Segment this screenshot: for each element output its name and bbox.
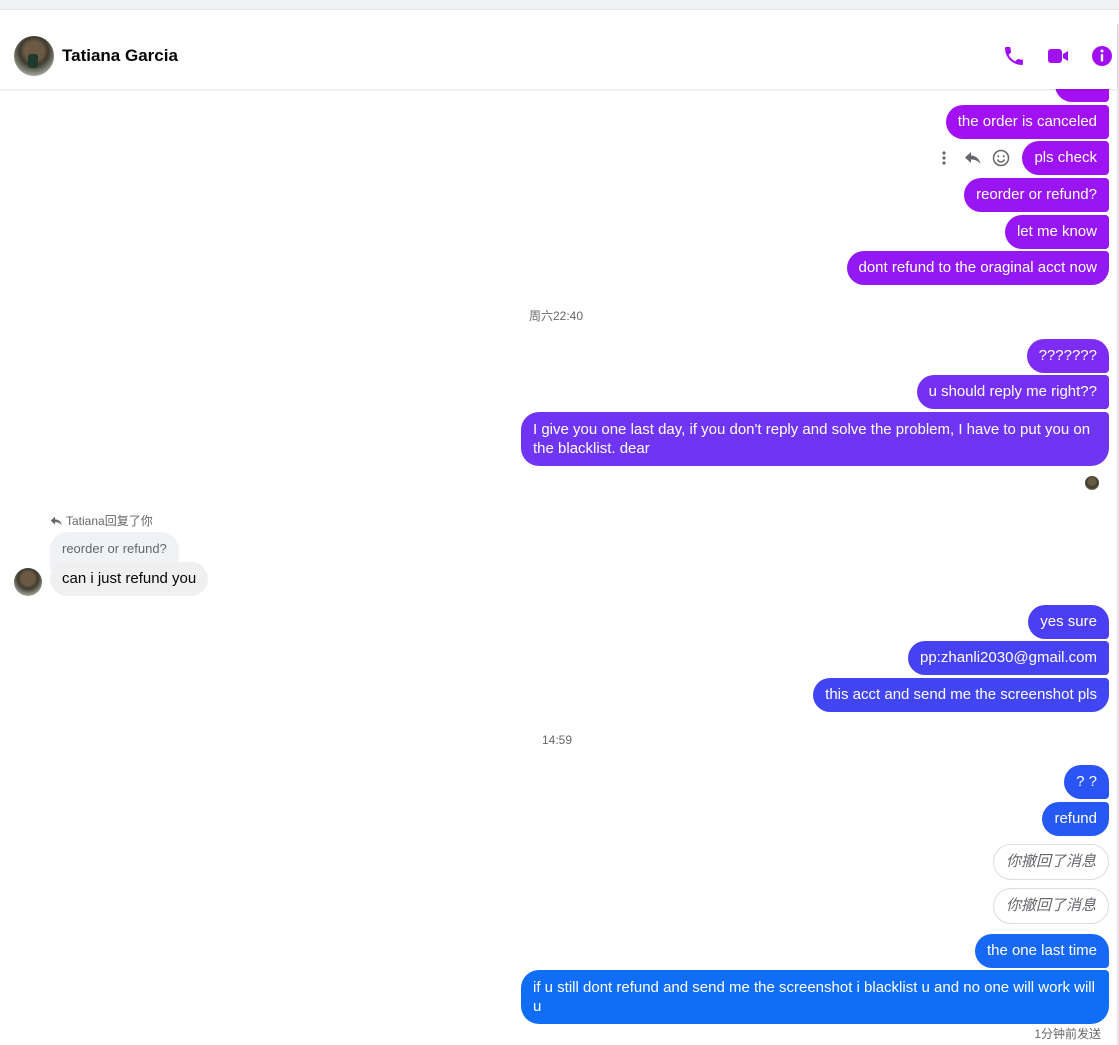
- conversation-header: Tatiana Garcia: [0, 24, 1117, 89]
- message-bubble[interactable]: u should reply me right??: [916, 375, 1109, 409]
- message-bubble[interactable]: I give you one last day, if you don't re…: [521, 412, 1109, 466]
- message-bubble[interactable]: dont refund to the oraginal acct now: [846, 251, 1109, 285]
- phone-icon[interactable]: [1002, 44, 1026, 68]
- unsent-message: 你撤回了消息: [992, 888, 1109, 924]
- message-bubble[interactable]: this acct and send me the screenshot pls: [813, 678, 1109, 712]
- scroll-divider: [1117, 24, 1119, 1045]
- timestamp: 周六22:40: [529, 309, 584, 323]
- reply-icon[interactable]: [964, 150, 982, 166]
- timestamp: 14:59: [542, 733, 573, 747]
- emoji-reaction-icon[interactable]: [992, 149, 1010, 167]
- contact-avatar-small[interactable]: [14, 568, 42, 596]
- contact-avatar[interactable]: [14, 36, 54, 76]
- reply-header: Tatiana回复了你: [50, 512, 153, 529]
- message-bubble[interactable]: the order is canceled: [945, 105, 1109, 139]
- reply-header-text: Tatiana回复了你: [66, 514, 153, 528]
- seen-avatar: [1085, 476, 1099, 490]
- message-bubble[interactable]: refund: [1042, 802, 1109, 836]
- message-bubble[interactable]: the one last time: [974, 934, 1109, 968]
- unsent-message: 你撤回了消息: [992, 844, 1109, 880]
- video-camera-icon[interactable]: [1046, 44, 1070, 68]
- message-bubble[interactable]: pp:zhanli2030@gmail.com: [908, 641, 1109, 675]
- window-top-strip: [0, 0, 1119, 10]
- message-bubble[interactable]: ? ?: [1064, 765, 1109, 799]
- sent-status: 1分钟前发送: [1034, 1027, 1101, 1041]
- message-bubble[interactable]: reorder or refund?: [964, 178, 1109, 212]
- more-options-icon[interactable]: [936, 150, 952, 166]
- reply-icon: [50, 516, 62, 526]
- message-actions: [936, 146, 1012, 170]
- message-bubble[interactable]: yes sure: [1028, 605, 1109, 639]
- info-icon[interactable]: [1090, 44, 1114, 68]
- message-bubble[interactable]: if u still dont refund and send me the s…: [521, 970, 1109, 1024]
- message-bubble[interactable]: ???????: [1026, 339, 1109, 373]
- message-bubble[interactable]: pls check: [1022, 141, 1109, 175]
- contact-name[interactable]: Tatiana Garcia: [62, 46, 178, 65]
- incoming-message-bubble[interactable]: can i just refund you: [50, 562, 209, 596]
- message-bubble[interactable]: let me know: [1004, 215, 1109, 249]
